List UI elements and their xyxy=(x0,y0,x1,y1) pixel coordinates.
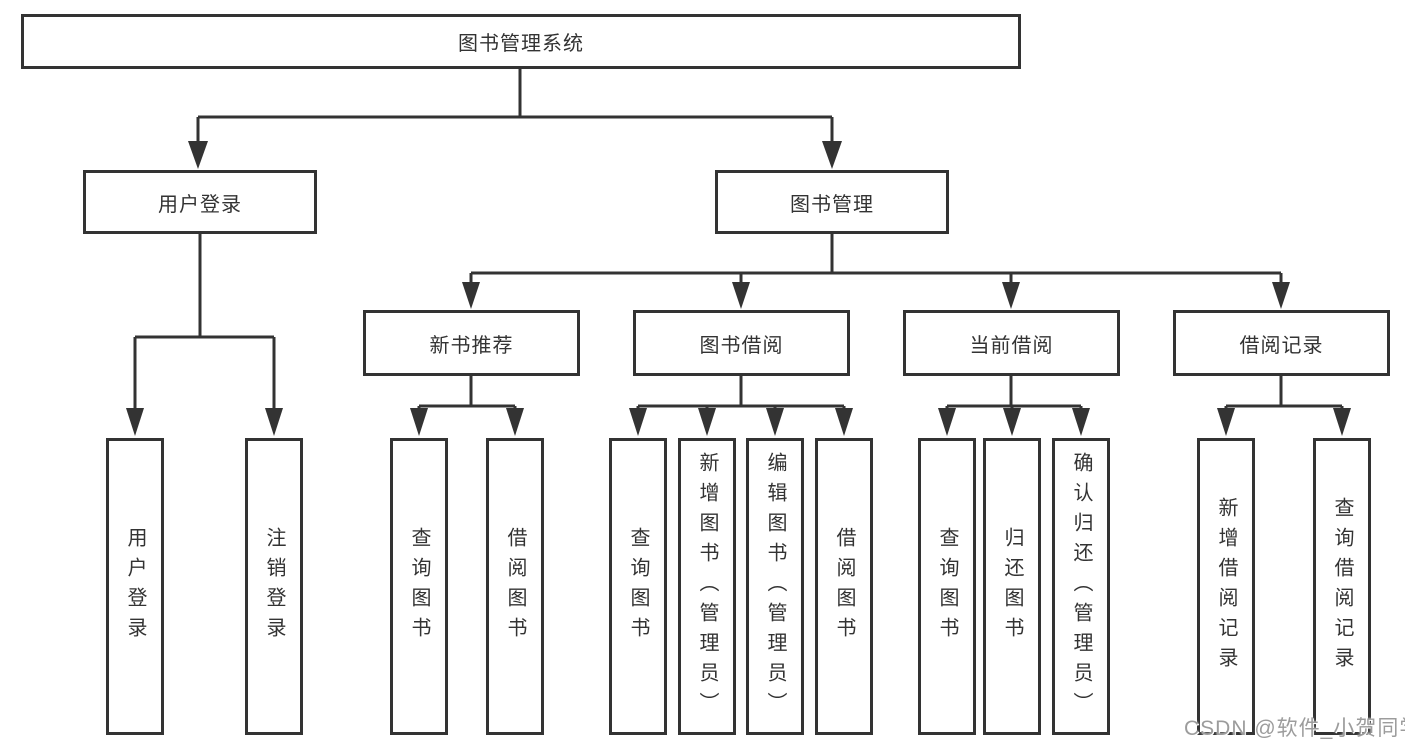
node-label: 用户登录 xyxy=(158,193,242,216)
node-label: 当前借阅 xyxy=(969,334,1054,357)
arrowhead-icon xyxy=(188,141,208,169)
leaf-label: 归还图书 xyxy=(1001,526,1023,647)
arrowhead-icon xyxy=(265,408,283,436)
arrowhead-icon xyxy=(126,408,144,436)
leaf-label: 借阅图书 xyxy=(833,526,855,647)
leaf-query-books-borrowing: 查询图书 xyxy=(609,438,667,735)
leaf-label: 注销登录 xyxy=(263,526,285,647)
arrowhead-icon xyxy=(1002,282,1020,309)
arrowhead-icon xyxy=(1272,282,1290,309)
leaf-query-books-current: 查询图书 xyxy=(918,438,976,735)
leaf-label: 查询图书 xyxy=(408,526,430,647)
arrowhead-icon xyxy=(766,408,784,436)
node-book-management: 图书管理 xyxy=(715,170,949,234)
node-current-borrowing: 当前借阅 xyxy=(903,310,1120,376)
leaf-add-borrow-record: 新增借阅记录 xyxy=(1197,438,1255,735)
connector-new-book-to-leaves xyxy=(410,376,524,436)
arrowhead-icon xyxy=(1333,408,1351,436)
leaf-borrow-books-recommend: 借阅图书 xyxy=(486,438,544,735)
leaf-logout: 注销登录 xyxy=(245,438,303,735)
csdn-watermark: CSDN @软件_小贺同学 xyxy=(1184,717,1405,740)
arrowhead-icon xyxy=(835,408,853,436)
leaf-label: 用户登录 xyxy=(124,526,146,647)
arrowhead-icon xyxy=(732,282,750,309)
leaf-confirm-return-admin: 确认归还（管理员） xyxy=(1052,438,1110,735)
leaf-label: 确认归还（管理员） xyxy=(1070,451,1092,722)
leaf-label: 新增借阅记录 xyxy=(1215,496,1237,677)
node-user-login: 用户登录 xyxy=(83,170,317,234)
arrowhead-icon xyxy=(698,408,716,436)
leaf-edit-books-admin: 编辑图书（管理员） xyxy=(746,438,804,735)
node-borrowing-records: 借阅记录 xyxy=(1173,310,1390,376)
connector-current-borrowing-to-leaves xyxy=(938,376,1090,436)
node-label: 图书管理系统 xyxy=(458,33,584,55)
leaf-borrow-books: 借阅图书 xyxy=(815,438,873,735)
arrowhead-icon xyxy=(506,408,524,436)
arrowhead-icon xyxy=(1003,408,1021,436)
arrowhead-icon xyxy=(1217,408,1235,436)
leaf-label: 编辑图书（管理员） xyxy=(764,451,786,722)
arrowhead-icon xyxy=(462,282,480,309)
leaf-user-login: 用户登录 xyxy=(106,438,164,735)
leaf-label: 查询图书 xyxy=(936,526,958,647)
connector-user-login-to-leaves xyxy=(126,233,283,436)
leaf-label: 借阅图书 xyxy=(504,526,526,647)
node-label: 图书管理 xyxy=(790,193,874,216)
arrowhead-icon xyxy=(822,141,842,169)
node-label: 新书推荐 xyxy=(429,334,514,357)
node-new-book-recommend: 新书推荐 xyxy=(363,310,580,376)
arrowhead-icon xyxy=(1072,408,1090,436)
leaf-add-books-admin: 新增图书（管理员） xyxy=(678,438,736,735)
leaf-label: 查询借阅记录 xyxy=(1331,496,1353,677)
leaf-label: 查询图书 xyxy=(627,526,649,647)
leaf-query-borrow-record: 查询借阅记录 xyxy=(1313,438,1371,735)
connector-line xyxy=(469,273,1283,284)
connector-borrowing-records-to-leaves xyxy=(1217,376,1351,436)
leaf-return-books: 归还图书 xyxy=(983,438,1041,735)
connector-book-borrowing-to-leaves xyxy=(629,376,853,436)
connector-line xyxy=(196,117,834,142)
node-book-borrowing: 图书借阅 xyxy=(633,310,850,376)
leaf-label: 新增图书（管理员） xyxy=(696,451,718,722)
node-label: 借阅记录 xyxy=(1239,334,1324,357)
node-label: 图书借阅 xyxy=(699,334,784,357)
arrowhead-icon xyxy=(410,408,428,436)
arrowhead-icon xyxy=(629,408,647,436)
connector-line xyxy=(133,337,276,410)
connector-book-mgmt-to-level3 xyxy=(462,233,1290,309)
arrowhead-icon xyxy=(938,408,956,436)
node-library-management-system: 图书管理系统 xyxy=(21,14,1021,69)
leaf-query-books-recommend: 查询图书 xyxy=(390,438,448,735)
connector-root-to-level2 xyxy=(188,69,842,169)
